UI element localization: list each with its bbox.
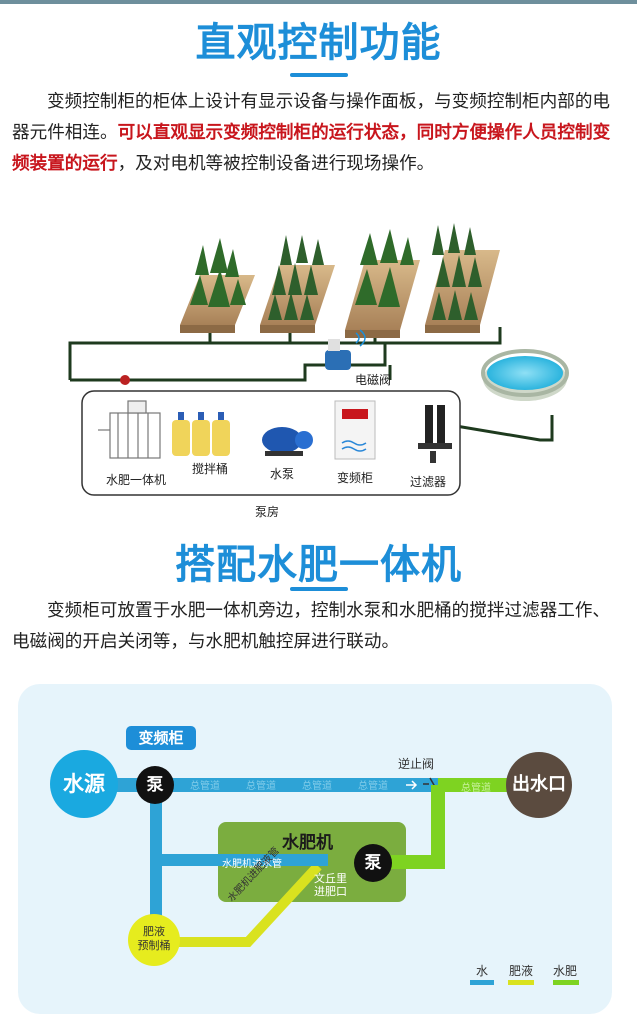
section1-para-start: 变频控制柜的柜体上设计有显示设备与操作面板，与变频控制柜内部的电器元件相连。 <box>12 92 611 143</box>
section1-paragraph: 变频控制柜的柜体上设计有显示设备与操作面板，与变频控制柜内部的电器元件相连。可以… <box>12 87 626 180</box>
machine-pump-node: 泵 <box>354 844 392 882</box>
small-valve-icon <box>120 375 130 385</box>
section1-para-end: ，及对电机等被控制设备进行现场操作。 <box>117 154 435 174</box>
water-source-node: 水源 <box>50 750 118 818</box>
main-pipe-label: 总管道 <box>461 783 491 794</box>
main-pipe-water <box>98 778 438 792</box>
crop-bed-1 <box>180 238 255 333</box>
section2-para-text: 变频柜可放置于水肥一体机旁边，控制水泵和水肥桶的搅拌过滤器工作、电磁阀的开启关闭… <box>12 601 611 652</box>
irrigation-illustration <box>68 223 569 496</box>
svg-text:总管道: 总管道 <box>190 779 220 792</box>
legend-mix-label: 水肥 <box>553 964 578 978</box>
svg-text:总管道: 总管道 <box>358 779 388 792</box>
fertigation-machine-icon <box>98 400 161 459</box>
crop-bed-2 <box>260 235 335 333</box>
svg-text:总管道: 总管道 <box>246 779 276 792</box>
legend-water-label: 水 <box>476 964 489 978</box>
mixing-tanks-icon <box>172 412 230 456</box>
section1-title-underline <box>290 73 348 77</box>
fert-tank-line1: 肥液 <box>143 925 165 938</box>
top-divider <box>0 0 637 4</box>
fert-tank-node: 肥液 预制桶 <box>128 914 180 966</box>
solenoid-valve-icon <box>325 329 366 370</box>
legend-water-swatch <box>470 980 494 985</box>
section1-title: 直观控制功能 <box>195 20 442 66</box>
machine-inlet-label: 水肥机进水管 <box>222 859 282 870</box>
water-outlet-node: 出水口 <box>506 752 572 818</box>
section2-title: 搭配水肥一体机 <box>175 542 462 588</box>
pump-house-label: 泵房 <box>255 505 280 519</box>
flow-diagram: 总管道总管道总管道总管道 变频柜 水源 泵 逆止阀 总管道 出水口 水肥机 水肥… <box>18 684 612 1014</box>
section1-para-highlight: 可以直观显示变频控制柜的运行状态，同时方便操作人员控制变频装置的运行 <box>12 123 611 174</box>
venturi-label-line2: 进肥口 <box>314 885 347 898</box>
section2-paragraph: 变频柜可放置于水肥一体机旁边，控制水泵和水肥桶的搅拌过滤器工作、电磁阀的开启关闭… <box>12 596 626 658</box>
fertigation-machine-label: 水肥一体机 <box>106 473 167 487</box>
flow-diagram-lines: 总管道 总管道 总管道 总管道 <box>98 777 512 947</box>
filter-icon <box>418 405 452 463</box>
mixing-tank-label: 搅拌桶 <box>192 462 229 476</box>
venturi-label: 文丘里 进肥口 <box>314 872 347 898</box>
fertigation-machine-title: 水肥机 <box>282 833 333 853</box>
fert-tank-line2: 预制桶 <box>137 939 171 952</box>
main-pump-node: 泵 <box>136 766 174 804</box>
venturi-label-line1: 文丘里 <box>314 872 347 885</box>
water-pump-label: 水泵 <box>270 467 295 481</box>
vfd-cabinet-label: 变频柜 <box>337 471 374 485</box>
check-valve-label: 逆止阀 <box>398 757 435 771</box>
crop-bed-3 <box>345 229 420 338</box>
vfd-cabinet-tag: 变频柜 <box>126 726 196 750</box>
legend-fert-swatch <box>508 980 534 985</box>
fert-pipe <box>168 862 322 947</box>
vfd-cabinet-icon <box>334 400 376 460</box>
legend-mix-swatch <box>553 980 579 985</box>
crop-bed-4 <box>425 223 500 333</box>
mix-pipe <box>390 785 445 869</box>
legend-fert-label: 肥液 <box>509 964 534 978</box>
pipe-to-tank <box>150 792 162 922</box>
water-pool-icon <box>481 349 569 401</box>
solenoid-valve-label: 电磁阀 <box>355 373 392 387</box>
irrigation-scene: 电磁阀 水肥一体机 搅拌桶 水泵 变频柜 过滤器 泵房 <box>60 215 585 520</box>
filter-label: 过滤器 <box>410 475 447 489</box>
svg-text:总管道: 总管道 <box>302 779 332 792</box>
section2-title-underline <box>290 587 348 591</box>
pipe-network <box>68 327 554 442</box>
main-pipe-mix <box>438 778 512 792</box>
water-pump-icon <box>262 427 313 456</box>
